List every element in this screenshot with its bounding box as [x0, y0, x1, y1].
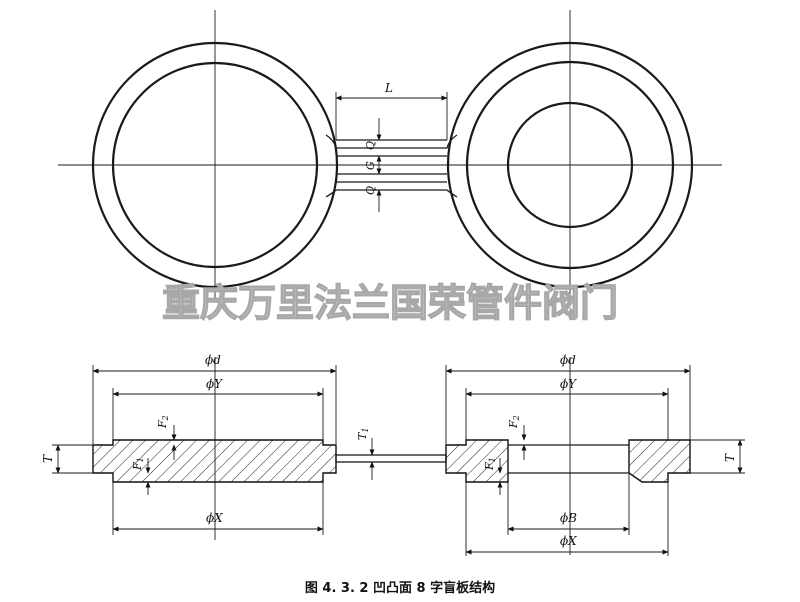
dimension-L: L	[335, 81, 448, 140]
right-section-body-left	[445, 439, 509, 483]
figure-caption: 图 4. 3. 2 凹凸面 8 字盲板结构	[305, 580, 495, 596]
dim-L-label: L	[384, 81, 393, 95]
right-dim-F2-label: F2	[507, 415, 521, 429]
middle-web-section: T1	[335, 428, 447, 480]
dim-Q-bottom-label: Q	[364, 186, 377, 195]
left-dim-F2-label: F2	[156, 415, 170, 429]
middle-dim-T1-label: T1	[356, 428, 370, 440]
connecting-web	[325, 134, 458, 198]
top-view: L Q G Q	[58, 10, 722, 302]
right-dim-Y-label: ϕY	[560, 377, 577, 391]
right-dim-T-label: T	[723, 453, 737, 462]
left-dim-F1-label: F1	[131, 457, 145, 471]
right-dim-X-label: ϕX	[560, 534, 577, 548]
left-section-body	[92, 439, 337, 483]
right-dim-F1-label: F1	[483, 457, 497, 471]
right-dim-d-label: ϕd	[560, 353, 576, 367]
right-section-body-right	[628, 439, 691, 483]
right-dim-B-label: ϕB	[560, 511, 577, 525]
dim-Q-top-label: Q	[364, 141, 377, 150]
left-dim-X-label: ϕX	[206, 511, 223, 525]
right-section-view: ϕd ϕY ϕB ϕX T F2 F1	[445, 353, 745, 556]
dim-G-label: G	[364, 161, 377, 170]
left-section-view: ϕd ϕY ϕX T F2 F1	[41, 353, 337, 540]
left-dim-T-label: T	[41, 454, 55, 463]
left-dim-d-label: ϕd	[205, 353, 221, 367]
watermark-text: 重庆万里法兰国荣管件阀门	[162, 281, 618, 325]
dimension-QGQ: Q G Q	[364, 118, 382, 212]
left-dim-Y-label: ϕY	[206, 377, 223, 391]
